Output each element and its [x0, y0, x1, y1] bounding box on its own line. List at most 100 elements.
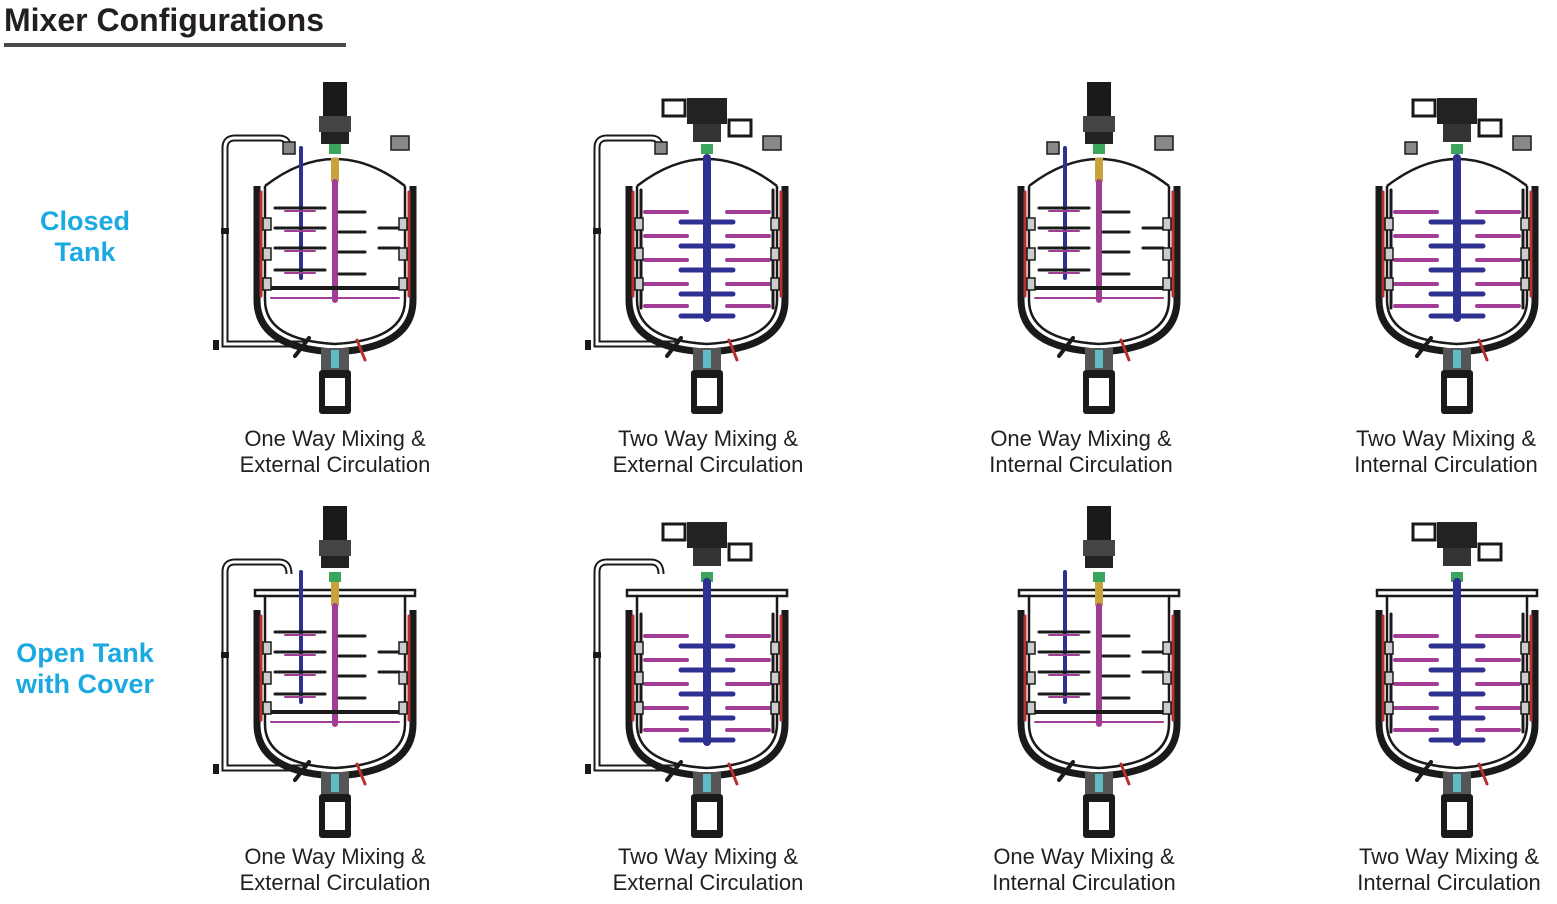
tank-diagram-open-two-way-external: [585, 522, 789, 838]
tank-diagram-closed-one-way-internal: [1017, 82, 1181, 414]
bottom-motor-label-plate: [325, 802, 345, 830]
wall-scraper: [1026, 247, 1036, 261]
wall-scraper: [1520, 217, 1530, 231]
motor-base: [693, 124, 721, 142]
page-title: Mixer Configurations: [4, 0, 346, 47]
caption-open-two-way-external: Two Way Mixing & External Circulation: [558, 844, 858, 896]
wall-scraper: [1384, 247, 1394, 261]
wall-scraper: [1384, 671, 1394, 685]
outlet-pipe: [665, 760, 683, 782]
pipe-clamp: [221, 652, 229, 658]
sight-glass: [1154, 135, 1174, 151]
discharge-valve: [1477, 338, 1489, 362]
wall-scraper: [1520, 277, 1530, 291]
tank-diagram-closed-two-way-internal: [1375, 98, 1539, 414]
caption-open-two-way-internal: Two Way Mixing & Internal Circulation: [1299, 844, 1557, 896]
wall-scraper: [398, 701, 408, 715]
row-label-line2: with Cover: [15, 669, 155, 699]
sight-glass: [1512, 135, 1532, 151]
wall-scraper: [1162, 701, 1172, 715]
pipe-clamp: [593, 228, 601, 234]
wall-scraper: [262, 641, 272, 655]
wall-scraper: [262, 671, 272, 685]
caption-line2: External Circulation: [239, 870, 431, 895]
wall-scraper: [1026, 277, 1036, 291]
wall-scraper: [770, 701, 780, 715]
caption-line1: One Way Mixing &: [244, 426, 426, 451]
top-motor: [1087, 506, 1111, 540]
caption-closed-one-way-external: One Way Mixing & External Circulation: [185, 426, 485, 478]
wall-scraper: [770, 671, 780, 685]
outer-motor-left: [661, 98, 687, 118]
wall-scraper: [1384, 217, 1394, 231]
top-gearbox: [1437, 98, 1477, 124]
shaft-seal: [1093, 144, 1105, 154]
manway: [1046, 141, 1060, 155]
seal-housing: [331, 582, 339, 606]
caption-line1: One Way Mixing &: [990, 426, 1172, 451]
shaft-seal: [329, 144, 341, 154]
caption-line1: Two Way Mixing &: [617, 844, 799, 869]
discharge-valve: [727, 338, 739, 362]
discharge-valve: [355, 762, 367, 786]
tank-diagram-open-one-way-external: [213, 506, 417, 838]
motor-coupling: [319, 540, 351, 556]
caption-line2: Internal Circulation: [989, 452, 1173, 477]
discharge-valve: [355, 338, 367, 362]
caption-line2: Internal Circulation: [1357, 870, 1541, 895]
pipe-flange: [213, 340, 219, 350]
top-gearbox: [687, 98, 727, 124]
outer-motor-right: [727, 118, 753, 138]
bottom-motor-label-plate: [1447, 802, 1467, 830]
homogenizer-shaft: [1095, 774, 1103, 792]
outlet-pipe: [293, 760, 311, 782]
wall-scraper: [262, 217, 272, 231]
outer-motor-right: [1477, 542, 1503, 562]
caption-line2: External Circulation: [612, 870, 804, 895]
manway: [654, 141, 668, 155]
caption-line2: Internal Circulation: [1354, 452, 1538, 477]
tank-diagram-open-two-way-internal: [1375, 522, 1539, 838]
outlet-pipe: [1415, 760, 1433, 782]
caption-line2: External Circulation: [612, 452, 804, 477]
caption-line2: Internal Circulation: [992, 870, 1176, 895]
pipe-flange: [585, 764, 591, 774]
shaft-seal: [1451, 144, 1463, 154]
tank-diagram-closed-two-way-external: [585, 98, 789, 414]
caption-open-one-way-internal: One Way Mixing & Internal Circulation: [934, 844, 1234, 896]
outer-motor-right: [1477, 118, 1503, 138]
homogenizer-shaft: [703, 350, 711, 368]
outlet-pipe: [1057, 336, 1075, 358]
row-label-line1: Closed: [39, 206, 131, 236]
wall-scraper: [770, 217, 780, 231]
top-motor: [323, 506, 347, 540]
tank-diagram-closed-one-way-external: [213, 82, 417, 414]
wall-scraper: [634, 671, 644, 685]
homogenizer-shaft: [1453, 350, 1461, 368]
wall-scraper: [634, 277, 644, 291]
discharge-valve: [727, 762, 739, 786]
wall-scraper: [770, 641, 780, 655]
seal-housing: [331, 158, 339, 182]
wall-scraper: [1384, 277, 1394, 291]
row-label-line1: Open Tank: [16, 638, 154, 668]
wall-scraper: [398, 641, 408, 655]
wall-scraper: [398, 277, 408, 291]
manway: [282, 141, 296, 155]
bottom-motor-label-plate: [1089, 378, 1109, 406]
wall-scraper: [634, 247, 644, 261]
discharge-valve: [1119, 338, 1131, 362]
homogenizer-shaft: [331, 774, 339, 792]
outlet-pipe: [1415, 336, 1433, 358]
outer-motor-left: [1411, 98, 1437, 118]
top-gearbox: [687, 522, 727, 548]
wall-scraper: [262, 701, 272, 715]
wall-scraper: [398, 671, 408, 685]
wall-scraper: [398, 217, 408, 231]
row-label-closed-tank: Closed Tank: [0, 206, 170, 268]
discharge-valve: [1119, 762, 1131, 786]
wall-scraper: [634, 641, 644, 655]
pipe-flange: [213, 764, 219, 774]
seal-housing: [1095, 158, 1103, 182]
pipe-flange: [585, 340, 591, 350]
